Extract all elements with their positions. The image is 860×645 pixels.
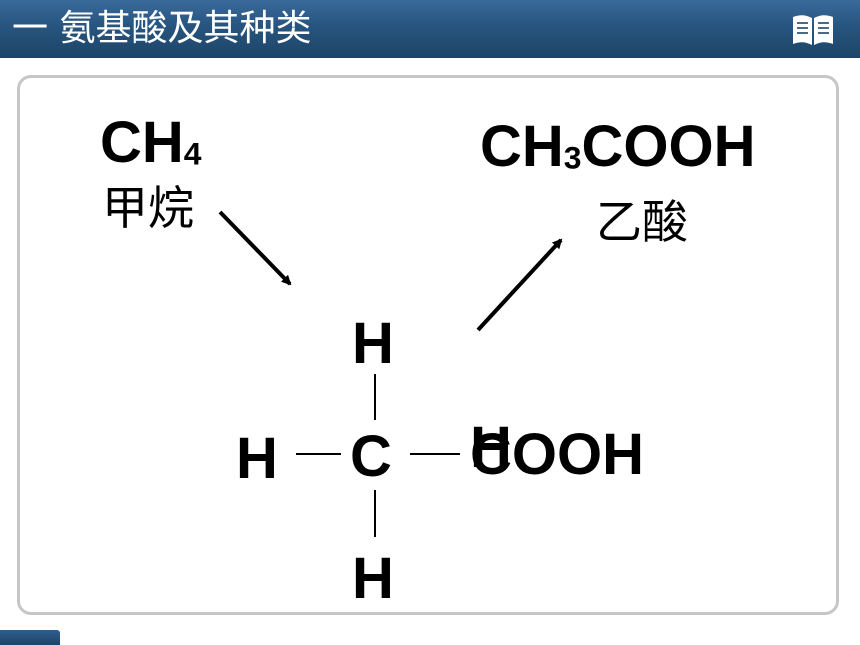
- atom-h-top: H: [352, 311, 394, 376]
- group-cooh: COOH: [470, 422, 644, 487]
- arrow-methane-to-structure: [218, 210, 292, 286]
- acetic-acid-formula: CH3COOH: [480, 114, 756, 179]
- atom-h-right-overlap: H: [470, 415, 512, 480]
- atom-h-left: H: [236, 426, 278, 491]
- page-title: 一 氨基酸及其种类: [12, 8, 312, 49]
- methane-name: 甲烷: [102, 181, 194, 235]
- header-bar: 一 氨基酸及其种类: [0, 0, 860, 58]
- content-panel: [17, 75, 839, 615]
- book-icon[interactable]: [790, 12, 836, 48]
- acetic-acid-name: 乙酸: [596, 195, 688, 249]
- footer-tab: [0, 630, 60, 645]
- methane-formula: CH4: [100, 110, 202, 175]
- arrow-structure-to-acetic-acid: [476, 238, 563, 332]
- atom-h-bottom: H: [352, 546, 394, 611]
- atom-c-center: C: [350, 424, 392, 489]
